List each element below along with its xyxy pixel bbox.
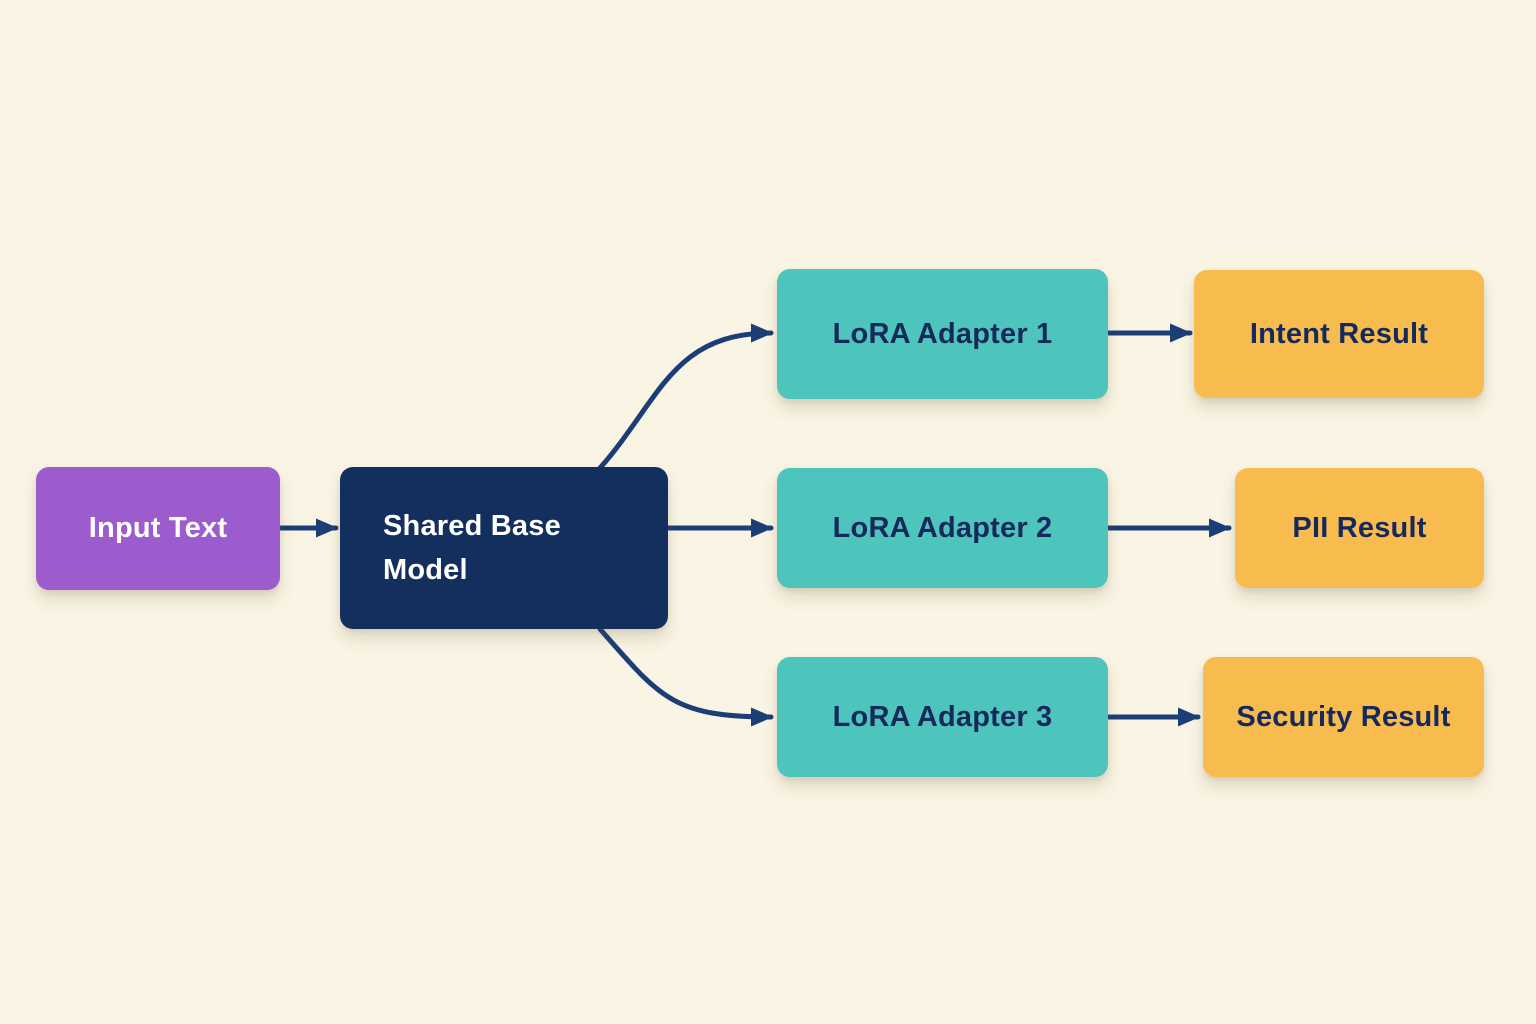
node-pii-result-label: PII Result bbox=[1292, 511, 1427, 544]
node-lora-adapter-3-label: LoRA Adapter 3 bbox=[832, 700, 1053, 733]
node-pii-result: PII Result bbox=[1235, 468, 1484, 588]
node-intent-result: Intent Result bbox=[1194, 270, 1484, 398]
node-input-text-label: Input Text bbox=[88, 512, 228, 544]
edge-base-to-lora1-arrow bbox=[597, 323, 774, 471]
node-lora-adapter-3: LoRA Adapter 3 bbox=[777, 657, 1108, 777]
node-lora-adapter-1-label: LoRA Adapter 1 bbox=[832, 317, 1053, 350]
node-lora-adapter-2-label: LoRA Adapter 2 bbox=[832, 511, 1053, 544]
node-security-result: Security Result bbox=[1203, 657, 1484, 777]
node-shared-base-model: Shared Base Model bbox=[340, 467, 668, 629]
edge-base-to-lora3-arrow bbox=[597, 626, 774, 727]
node-lora-adapter-2: LoRA Adapter 2 bbox=[777, 468, 1108, 588]
node-input-text: Input Text bbox=[36, 467, 280, 590]
node-shared-base-model-label: Shared Base Model bbox=[383, 509, 561, 586]
node-intent-result-label: Intent Result bbox=[1249, 317, 1429, 350]
node-lora-adapter-1: LoRA Adapter 1 bbox=[777, 269, 1108, 399]
node-security-result-label: Security Result bbox=[1236, 700, 1451, 733]
